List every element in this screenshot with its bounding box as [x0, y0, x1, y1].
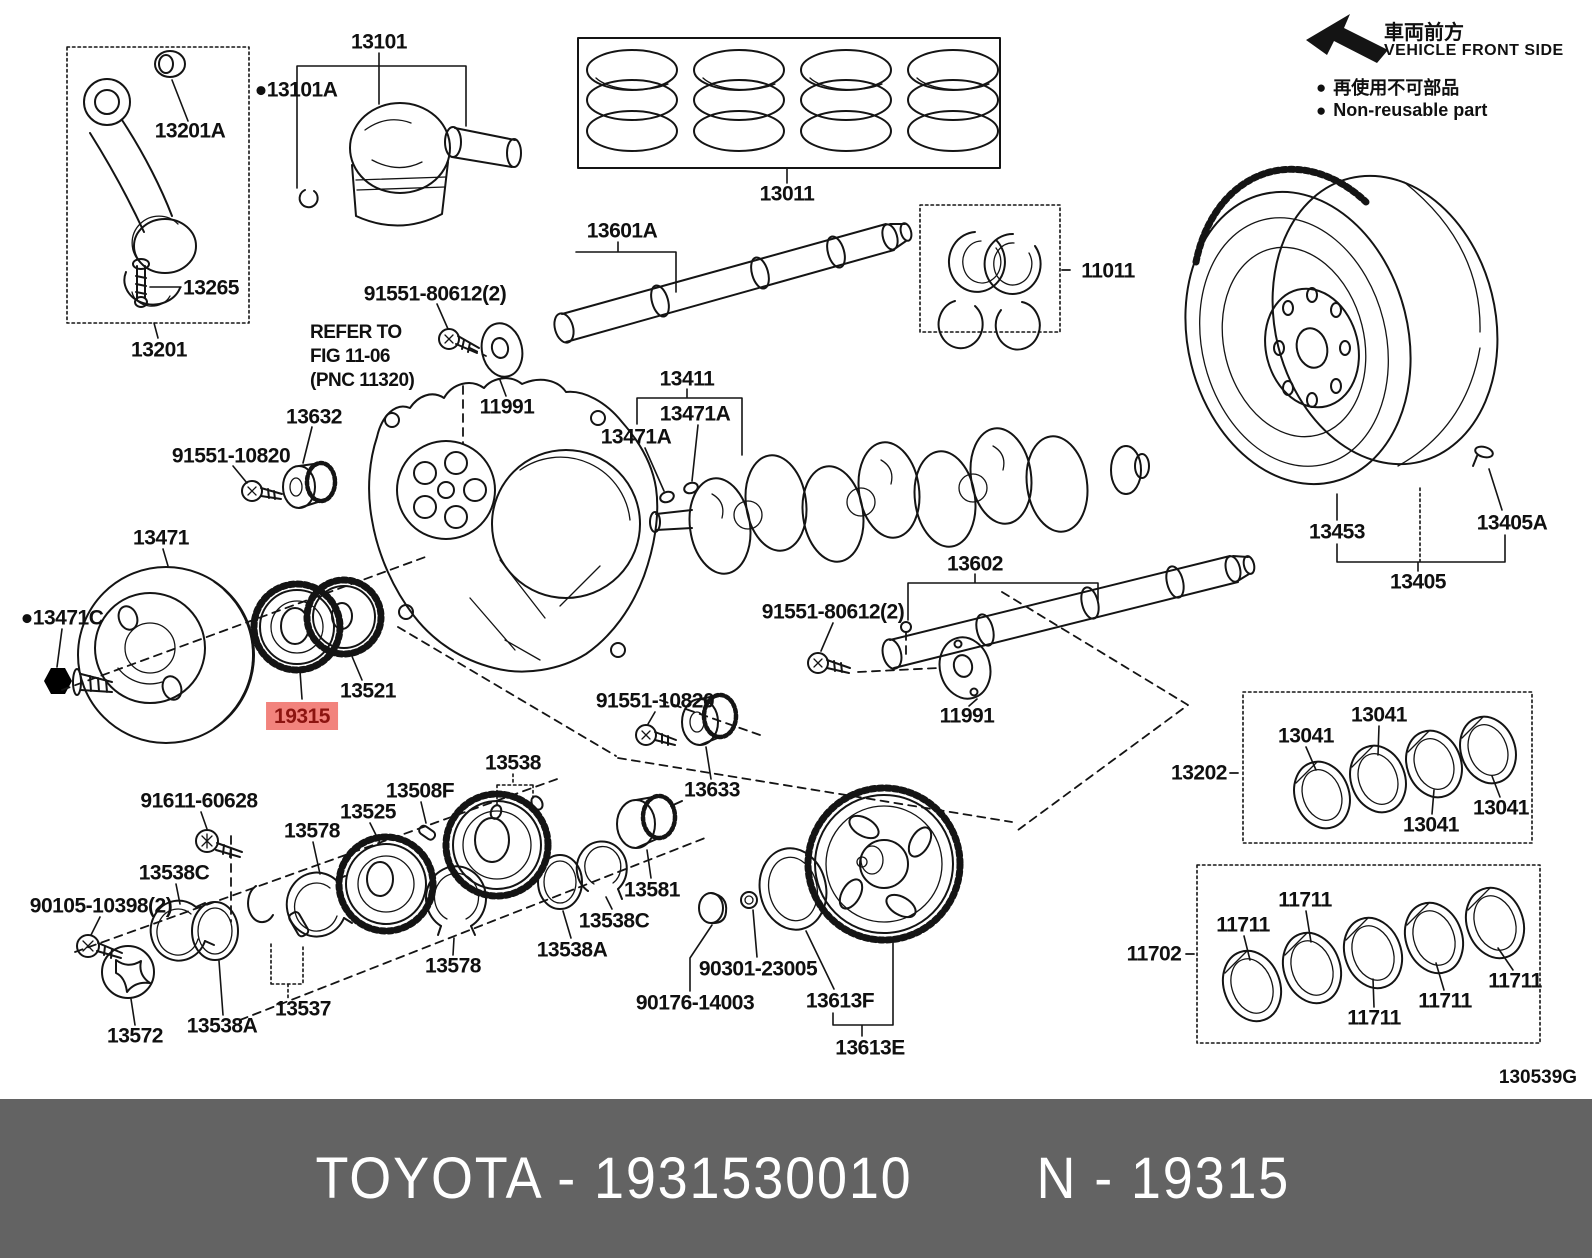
part-label-13508f: 13508F [385, 779, 455, 803]
part-label-90176-14003: 90176-14003 [635, 991, 755, 1015]
part-label-13538c-2: 13538C [578, 909, 650, 933]
diagram-code: 130539G [1498, 1067, 1578, 1088]
part-label-13537: 13537 [275, 997, 331, 1021]
woodruff-key-drawing [659, 481, 700, 504]
refer-note-line: REFER TO [310, 322, 402, 343]
part-label-13521: 13521 [340, 679, 396, 703]
part-label-11702: 11702 [1126, 942, 1182, 966]
part-label-91611-60628: 91611-60628 [140, 789, 258, 813]
part-label-13471a-right: 13471A [659, 402, 731, 426]
part-label-13041-3: 13041 [1403, 813, 1459, 837]
vehicle-front-side-jp: 車両前方 [1384, 22, 1464, 44]
part-label-13041-2: 13041 [1351, 703, 1407, 727]
part-label-13101: 13101 [351, 30, 407, 54]
vehicle-front-side-en: VEHICLE FRONT SIDE [1384, 42, 1564, 59]
part-label-91551-80612-bottom: 91551-80612(2) [761, 600, 905, 624]
footer-banner: TOYOTA - 1931530010 N - 19315 [0, 1099, 1592, 1258]
crank-pulley-drawing [44, 567, 254, 743]
part-label-13101a: ●13101A [254, 78, 338, 102]
part-label-13471: 13471 [133, 526, 189, 550]
part-label-13405: 13405 [1390, 570, 1446, 594]
crankshaft-drawing [650, 424, 1149, 577]
part-label-13613e: 13613E [835, 1036, 905, 1060]
part-label-13471c: ●13471C [20, 606, 104, 630]
header-legend: 車両前方 VEHICLE FRONT SIDE ● 再使用不可部品 ● Non-… [1296, 14, 1586, 134]
part-label-13572: 13572 [107, 1024, 163, 1048]
footer-part-number: TOYOTA - 1931530010 [315, 1146, 913, 1211]
main-bearings-drawing [1197, 865, 1540, 1043]
refer-note-line: (PNC 11320) [310, 370, 415, 391]
part-label-13602: 13602 [947, 552, 1003, 576]
refer-note: REFER TO FIG 11-06 (PNC 11320) [310, 321, 415, 393]
leader-lines [57, 53, 1513, 1036]
part-label-13538a-2: 13538A [536, 938, 608, 962]
camshaft2-drawing [880, 555, 1256, 671]
part-label-11991-bottom: 11991 [939, 704, 995, 728]
camshaft1-drawing [551, 222, 913, 345]
gear-13632-drawing [242, 463, 335, 508]
part-label-13265: 13265 [183, 276, 239, 300]
refer-note-line: FIG 11-06 [310, 346, 391, 367]
part-label-91551-80612-top: 91551-80612(2) [363, 282, 507, 306]
seal-plate-drawing [439, 319, 997, 745]
part-label-13613f: 13613F [805, 989, 875, 1013]
legend-non-reusable-en: ● Non-reusable part [1316, 100, 1487, 121]
part-label-13411: 13411 [659, 367, 715, 391]
part-label-13538: 13538 [485, 751, 541, 775]
part-label-13041-1: 13041 [1278, 724, 1334, 748]
thrust-washer-drawing [920, 205, 1060, 350]
part-label-13201: 13201 [131, 338, 187, 362]
part-label-13578-1: 13578 [284, 819, 340, 843]
part-label-13538c-1: 13538C [138, 861, 210, 885]
legend-non-reusable-jp: ● 再使用不可部品 [1316, 74, 1459, 100]
part-label-13581: 13581 [624, 878, 680, 902]
part-label-90105-10398: 90105-10398(2) [29, 894, 173, 918]
part-label-13601a: 13601A [586, 219, 658, 243]
bullet-icon: ● [1316, 101, 1327, 120]
part-label-11011: 11011 [1081, 259, 1135, 283]
part-label-13405a: 13405A [1476, 511, 1548, 535]
part-label-13041-4: 13041 [1473, 796, 1529, 820]
connecting-rod-drawing [67, 47, 249, 323]
balance-shaft-parts-drawing [77, 788, 960, 998]
part-label-13453: 13453 [1309, 520, 1365, 544]
bullet-icon: ● [1316, 77, 1327, 97]
part-label-13538a-1: 13538A [186, 1014, 258, 1038]
timing-cover-drawing [369, 378, 657, 671]
piston-rings-drawing [578, 38, 1000, 168]
footer-part-code: N - 19315 [1036, 1146, 1290, 1211]
part-label-11711-2: 11711 [1278, 888, 1332, 912]
crankpin-bearings-drawing [1243, 692, 1532, 843]
flywheel-drawing [1155, 152, 1527, 508]
part-label-13633: 13633 [684, 778, 740, 802]
legend-text: Non-reusable part [1333, 100, 1488, 120]
part-label-90301-23005: 90301-23005 [698, 957, 818, 981]
oil-pump-drive-gear-drawing [254, 580, 381, 670]
part-label-11991-top: 11991 [479, 395, 535, 419]
part-label-13202: 13202 [1171, 761, 1227, 785]
part-label-13578-2: 13578 [425, 954, 481, 978]
legend-text: 再使用不可部品 [1333, 78, 1460, 98]
front-side-arrow-icon [1306, 14, 1388, 63]
part-label-91551-10820-bottom: 91551-10820 [595, 689, 715, 713]
part-label-11711-3: 11711 [1347, 1006, 1401, 1030]
part-label-91551-10820-top: 91551-10820 [171, 444, 291, 468]
part-label-13201a: 13201A [154, 119, 226, 143]
part-label-11711-1: 11711 [1216, 913, 1270, 937]
part-label-11711-5: 11711 [1488, 969, 1542, 993]
piston-drawing [300, 103, 521, 226]
part-label-19315: 19315 [266, 702, 338, 730]
part-label-11711-4: 11711 [1418, 989, 1472, 1013]
part-label-13011: 13011 [759, 182, 815, 206]
part-label-13632: 13632 [286, 405, 342, 429]
part-label-13471a-left: 13471A [600, 425, 672, 449]
part-label-13525: 13525 [340, 800, 396, 824]
